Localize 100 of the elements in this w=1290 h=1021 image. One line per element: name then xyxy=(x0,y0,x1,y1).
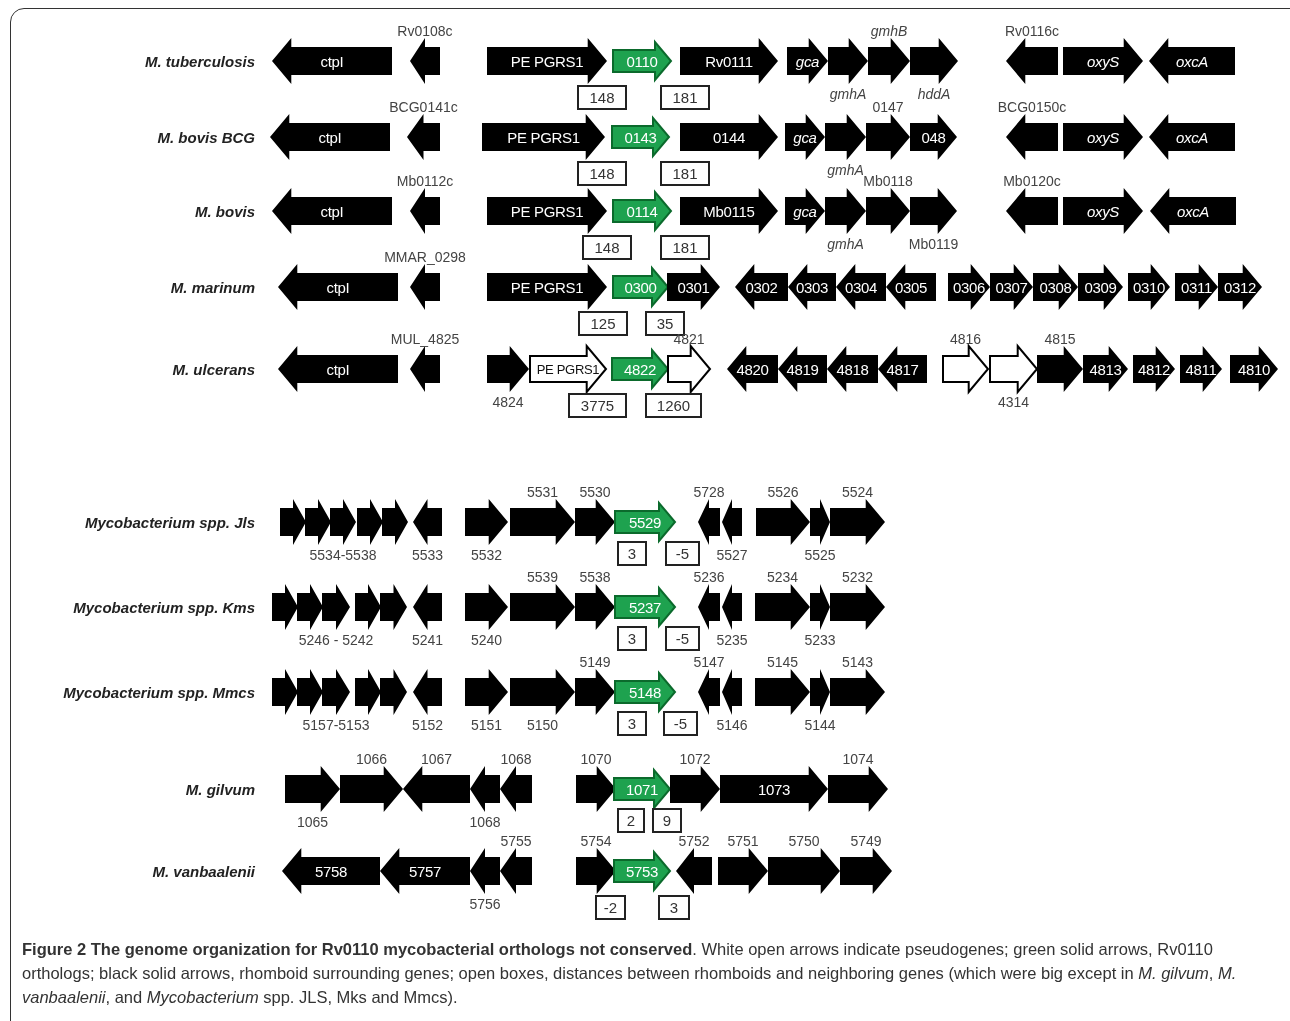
gene-symbol xyxy=(382,499,408,545)
gene-symbol xyxy=(500,848,532,894)
gene-name: 5246 - 5242 xyxy=(298,632,374,648)
gene-symbol xyxy=(1037,346,1083,392)
gene-symbol xyxy=(1063,114,1143,160)
gene-name: 5750 xyxy=(788,833,820,849)
gene-symbol xyxy=(410,38,440,84)
gene-label: 0305 xyxy=(893,278,929,296)
distance-box: 3 xyxy=(617,541,647,566)
gene-label: Mb0115 xyxy=(702,202,756,220)
gene-symbol xyxy=(680,38,778,84)
gene-symbol xyxy=(487,346,529,392)
gene-label: 4813 xyxy=(1088,360,1123,378)
distance-box: 148 xyxy=(582,235,632,260)
gene-name: 5751 xyxy=(727,833,759,849)
gene-label: oxyS xyxy=(1085,128,1121,146)
distance-box: -5 xyxy=(665,541,700,566)
gene-symbol xyxy=(576,848,616,894)
gene-symbol xyxy=(810,584,830,630)
gene-label: ctpI xyxy=(325,278,351,296)
distance-box: 181 xyxy=(660,85,710,110)
gene-symbol xyxy=(470,766,500,812)
gene-label: 1073 xyxy=(756,780,792,798)
gene-symbol xyxy=(1063,188,1143,234)
species-name: M. gilvum xyxy=(185,780,255,798)
gene-name: 1066 xyxy=(355,751,388,767)
gene-symbol xyxy=(575,499,615,545)
gene-name: 4815 xyxy=(1044,331,1076,347)
gene-symbol xyxy=(612,118,669,156)
gene-symbol xyxy=(322,669,350,715)
gene-symbol xyxy=(278,346,398,392)
gene-symbol xyxy=(755,669,810,715)
gene-name: 5157-5153 xyxy=(302,717,370,733)
gene-symbol xyxy=(285,766,340,812)
distance-box: -5 xyxy=(665,626,700,651)
gene-symbol xyxy=(680,114,778,160)
gene-name: 5525 xyxy=(804,547,836,563)
gene-label: 0114 xyxy=(625,202,659,220)
gene-name: 5524 xyxy=(841,484,874,500)
gene-symbol xyxy=(615,503,675,541)
pseudogene-symbol xyxy=(990,346,1037,392)
gene-symbol xyxy=(322,584,350,630)
gene-label: gca xyxy=(792,202,818,220)
gene-label: 4812 xyxy=(1136,360,1172,378)
gene-name: gmhA xyxy=(827,236,864,252)
gene-label: 5237 xyxy=(627,598,663,616)
gene-name: Mb0119 xyxy=(908,236,959,252)
distance-box: -2 xyxy=(595,895,626,920)
gene-symbol xyxy=(272,188,392,234)
gene-name: Mb0118 xyxy=(863,173,913,189)
gene-name: BCG0141c xyxy=(389,99,458,115)
gene-label: 0309 xyxy=(1083,278,1118,296)
gene-label: 5757 xyxy=(407,862,443,880)
gene-label: Rv0111 xyxy=(704,52,754,70)
gene-label: 0303 xyxy=(794,278,830,296)
gene-symbol xyxy=(722,669,742,715)
gene-symbol xyxy=(615,588,675,626)
gene-name: gmhB xyxy=(870,23,908,39)
gene-symbol xyxy=(1063,38,1143,84)
distance-box: 9 xyxy=(652,808,682,833)
gene-label: 5148 xyxy=(627,683,663,701)
species-name: M. tuberculosis xyxy=(144,52,255,70)
gene-symbol xyxy=(403,766,470,812)
gene-symbol xyxy=(1128,264,1170,310)
gene-symbol xyxy=(830,499,885,545)
gene-name: 5530 xyxy=(579,484,611,500)
gene-name: 1065 xyxy=(296,814,329,830)
gene-name: 1070 xyxy=(580,751,612,767)
gene-symbol xyxy=(910,114,957,160)
gene-name: 5752 xyxy=(678,833,710,849)
gene-label: 0300 xyxy=(623,278,658,296)
gene-symbol xyxy=(1006,188,1058,234)
gene-symbol xyxy=(282,848,380,894)
species-name: M. bovis xyxy=(195,202,255,220)
gene-label: 0306 xyxy=(951,278,987,296)
gene-symbol xyxy=(698,499,720,545)
gene-symbol xyxy=(1175,264,1218,310)
gene-symbol xyxy=(735,264,788,310)
gene-name: 5146 xyxy=(716,717,748,733)
gene-label: 4811 xyxy=(1184,360,1218,378)
gene-name: 5534-5538 xyxy=(309,547,377,563)
gene-name: 1067 xyxy=(420,751,453,767)
gene-name: 5526 xyxy=(767,484,799,500)
gene-label: 4820 xyxy=(735,360,770,378)
gene-symbol xyxy=(510,669,575,715)
gene-symbol xyxy=(487,264,607,310)
gene-label: PE PGRS1 xyxy=(509,202,585,220)
gene-symbol xyxy=(830,669,885,715)
gene-symbol xyxy=(355,669,381,715)
gene-label: 4819 xyxy=(785,360,820,378)
gene-name: 5147 xyxy=(693,654,725,670)
gene-label: 0144 xyxy=(711,128,747,146)
gene-symbol xyxy=(830,584,885,630)
gene-name: 5754 xyxy=(580,833,612,849)
gene-symbol xyxy=(613,192,671,230)
gene-name: BCG0150c xyxy=(997,99,1067,115)
gene-symbol xyxy=(305,499,331,545)
gene-symbol xyxy=(866,114,910,160)
distance-box: 2 xyxy=(617,808,645,833)
gene-name: 1068 xyxy=(469,814,501,830)
